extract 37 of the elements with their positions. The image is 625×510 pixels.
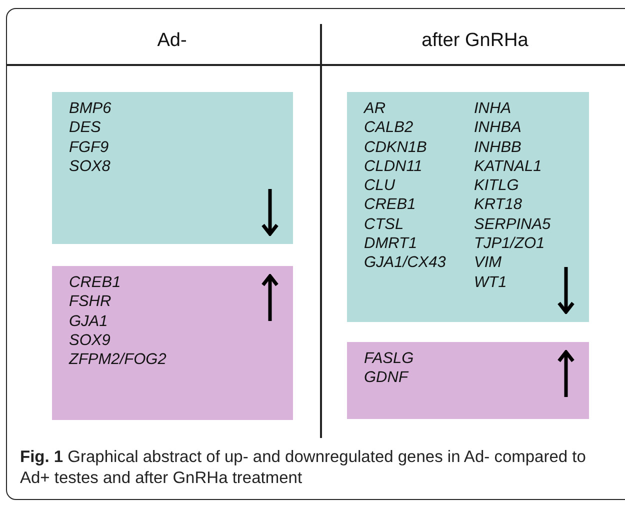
- figure-caption: Fig. 1 Graphical abstract of up- and downregulated genes in Ad- compared to Ad+ testes and after GnRHa treatment: [20, 447, 587, 489]
- gene-name: GJA1/CX43: [364, 253, 446, 273]
- gene-box: [347, 342, 589, 419]
- gene-name: INHA: [474, 99, 512, 118]
- gene-name: SOX8: [69, 156, 112, 176]
- gene-name: DMRT1: [364, 234, 418, 254]
- gene-name: SOX9: [69, 330, 112, 350]
- gene-name: CLDN11: [364, 156, 424, 176]
- gene-name: KATNAL1: [474, 156, 543, 176]
- gene-name: BMP6: [69, 99, 112, 118]
- gene-name: CDKN1B: [364, 138, 428, 157]
- gene-box: [52, 92, 293, 244]
- gene-name: FGF9: [69, 138, 110, 157]
- gene-name: SERPINA5: [474, 214, 551, 234]
- gene-name: TJP1/ZO1: [474, 234, 546, 254]
- gene-name: INHBB: [474, 138, 522, 157]
- gene-name: DES: [69, 118, 102, 138]
- gene-name: FSHR: [69, 292, 112, 312]
- gene-name: KITLG: [474, 176, 520, 196]
- column-heading: after GnRHa: [420, 30, 530, 52]
- gene-name: CREB1: [69, 273, 122, 292]
- gene-box: [347, 92, 589, 322]
- gene-name: KRT18: [474, 195, 523, 215]
- gene-name: INHBA: [474, 118, 522, 138]
- gene-name: GJA1: [69, 312, 109, 331]
- gene-name: CLU: [364, 176, 396, 196]
- gene-name: CALB2: [364, 118, 414, 138]
- gene-name: AR: [364, 99, 387, 118]
- gene-name: CREB1: [364, 195, 417, 215]
- gene-name: VIM: [474, 253, 503, 273]
- column-heading: Ad-: [156, 30, 188, 52]
- gene-box: [52, 266, 293, 420]
- gene-name: GDNF: [364, 368, 410, 388]
- gene-name: FASLG: [364, 349, 414, 368]
- gene-name: ZFPM2/FOG2: [69, 350, 166, 370]
- gene-name: CTSL: [364, 214, 405, 234]
- gene-name: WT1: [474, 272, 508, 292]
